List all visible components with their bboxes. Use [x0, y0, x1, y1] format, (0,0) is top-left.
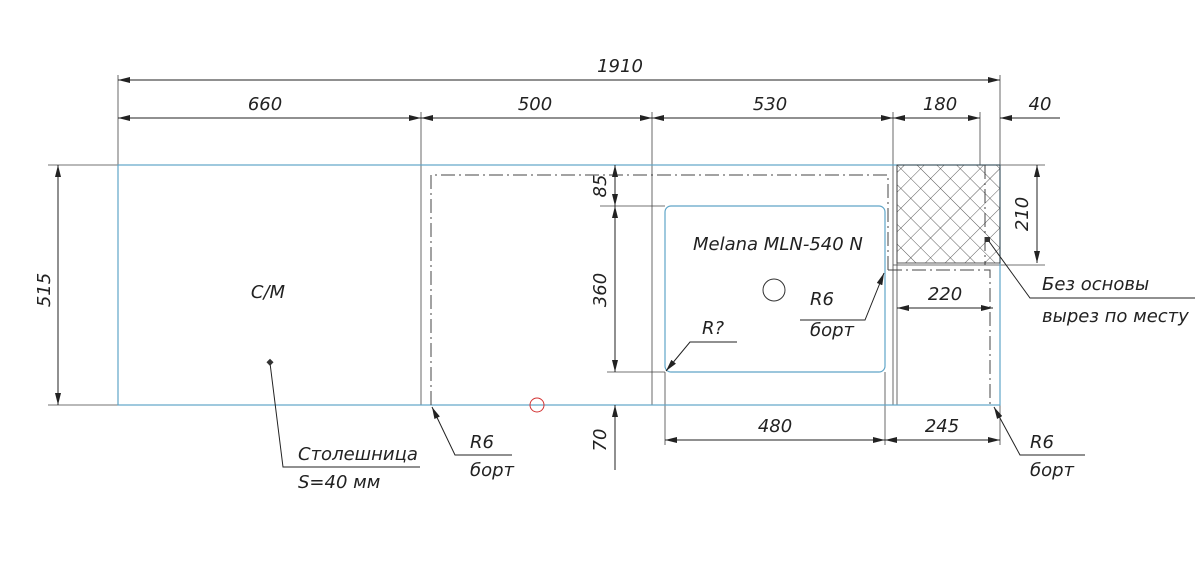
cutout-note-1: Без основы: [1042, 274, 1149, 295]
sink-outline: [664, 205, 886, 373]
radius-right-note: борт: [1030, 460, 1075, 481]
dim-500: 500: [518, 94, 552, 115]
red-marker: [529, 397, 545, 413]
radius-mid-label: R6: [810, 289, 834, 310]
dim-360: 360: [590, 273, 611, 307]
dim-85: 85: [590, 175, 611, 198]
countertop-thickness: S=40 мм: [298, 472, 380, 493]
dim-180: 180: [923, 94, 957, 115]
dim-210: 210: [1012, 197, 1033, 231]
dim-660: 660: [248, 94, 282, 115]
cutout-outline: [888, 269, 991, 405]
dim-70: 70: [590, 429, 611, 452]
countertop-outline: [117, 164, 1001, 406]
cutout-note-2: вырез по месту: [1042, 306, 1189, 327]
radius-mid-note: борт: [810, 320, 855, 341]
radius-right-label: R6: [1030, 432, 1054, 453]
dim-40: 40: [1029, 94, 1052, 115]
countertop-name: Столешница: [298, 444, 418, 465]
radius-unknown-label: R?: [702, 318, 725, 339]
cabinet-outline: [430, 174, 889, 405]
radius-left-label: R6: [470, 432, 494, 453]
sink-model-label: Melana MLN-540 N: [693, 234, 863, 255]
leader-lines: [266, 237, 1195, 468]
drain-hole: [762, 278, 786, 302]
extension-lines: [48, 75, 1045, 445]
dim-515: 515: [34, 273, 55, 307]
hatched-cutout: [896, 164, 1001, 264]
dim-245: 245: [925, 416, 959, 437]
dim-530: 530: [753, 94, 787, 115]
dimension-lines: [55, 77, 1060, 470]
dishwasher-label: С/М: [251, 282, 286, 303]
dim-480: 480: [758, 416, 792, 437]
dim-total-width: 1910: [597, 56, 643, 77]
dim-220: 220: [928, 284, 962, 305]
radius-left-note: борт: [470, 460, 515, 481]
